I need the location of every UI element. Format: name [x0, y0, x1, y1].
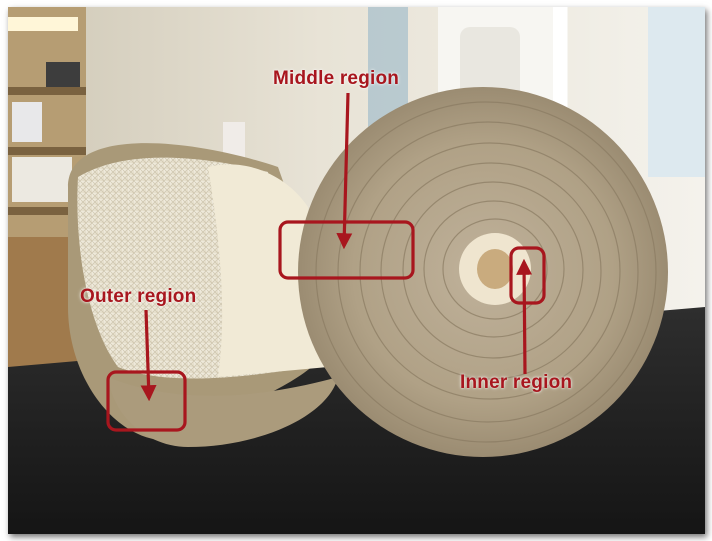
inner-region-label: Inner region [460, 372, 573, 393]
outer-region-box [106, 370, 187, 432]
outer-region-label: Outer region [80, 286, 197, 307]
white-sheet [208, 164, 328, 377]
ceiling-light [8, 17, 78, 31]
roll-rings [315, 101, 657, 443]
window-pane [648, 7, 705, 177]
middle-region-arrow [336, 92, 353, 250]
middle-region-box [278, 220, 415, 280]
spiral-roll-photo [8, 7, 705, 534]
middle-region-label: Middle region [273, 68, 400, 89]
outer-region-arrow [140, 309, 157, 402]
core-hole [477, 249, 513, 289]
wall-sign [223, 122, 245, 162]
inner-region-arrow [516, 258, 533, 375]
inner-region-box [509, 246, 546, 305]
photo-frame [8, 7, 705, 534]
